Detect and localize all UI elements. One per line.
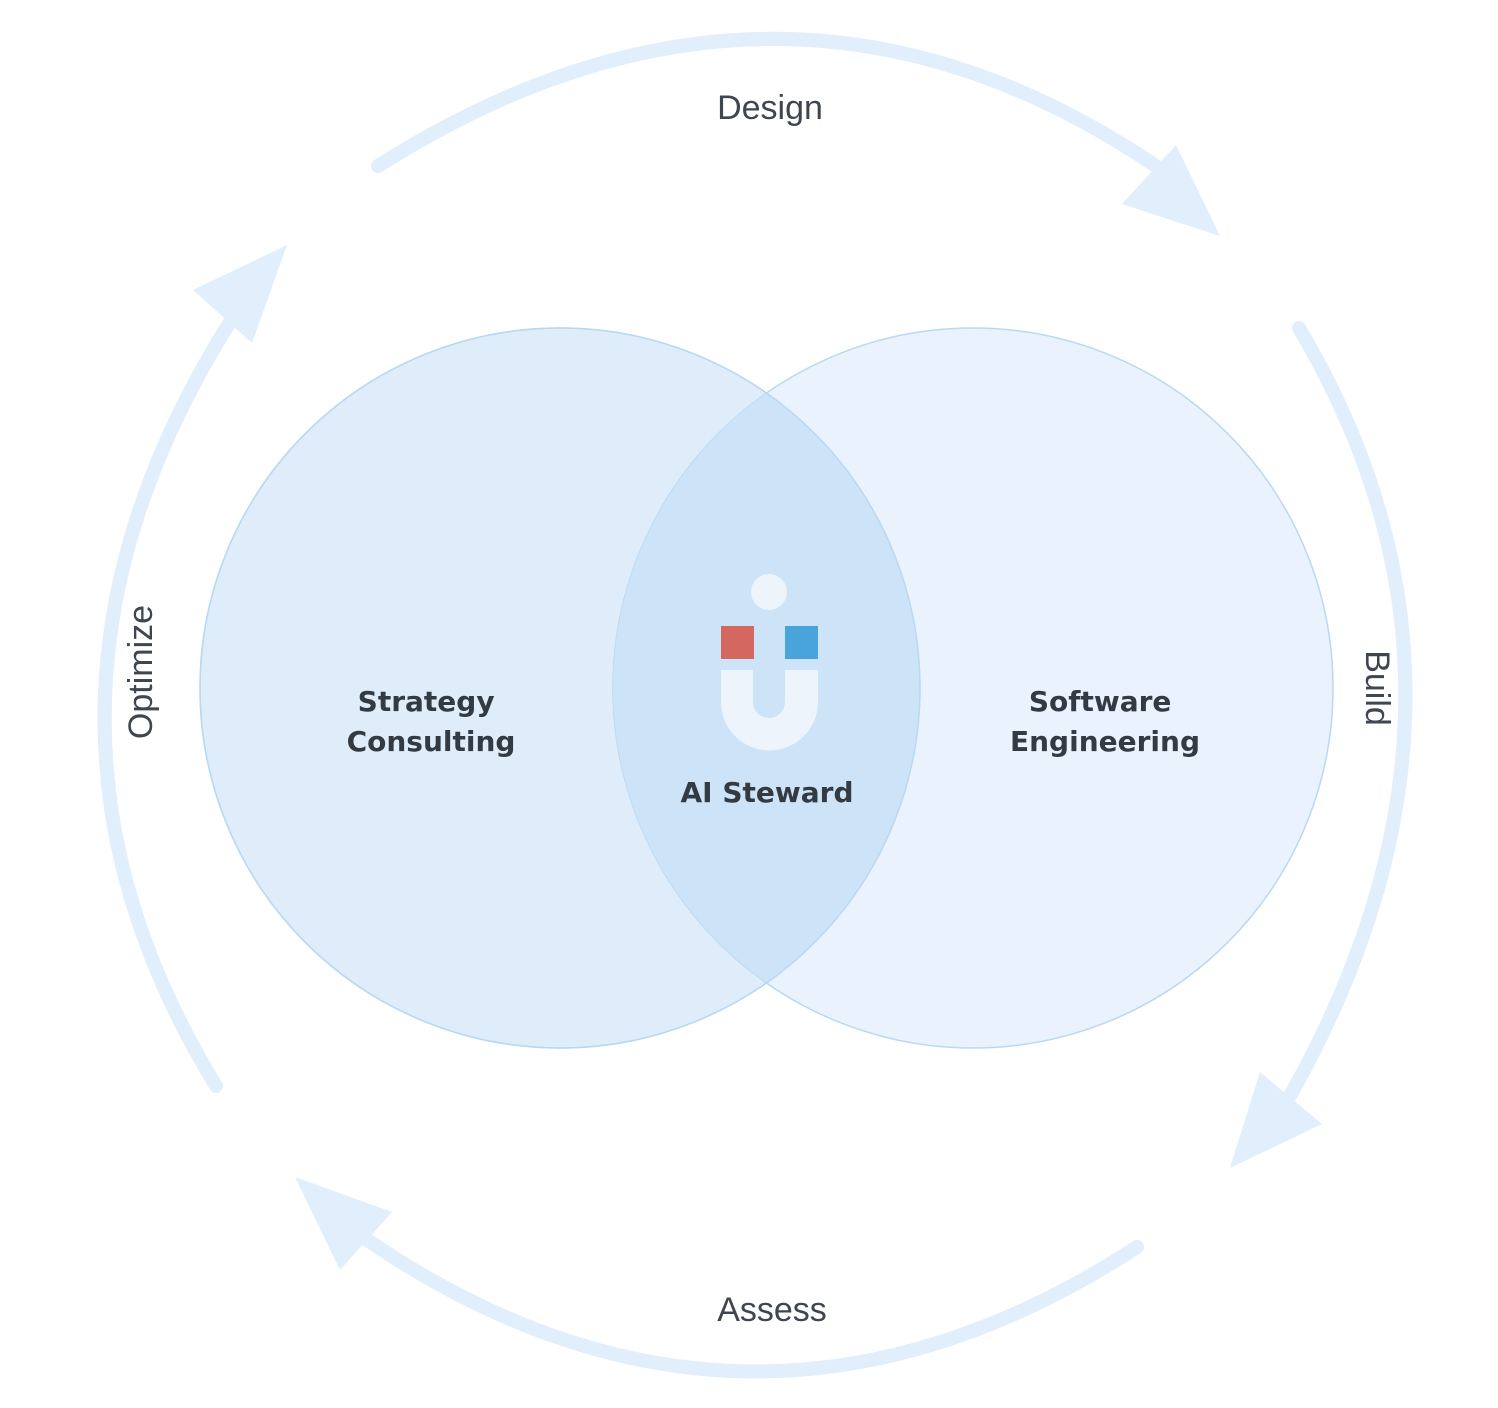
optimize-arrowhead <box>193 245 287 343</box>
optimize-label: Optimize <box>122 605 160 739</box>
venn-diagram <box>199 327 1334 1049</box>
design-label: Design <box>717 89 823 127</box>
assess-arrowhead <box>295 1177 392 1270</box>
design-arrow-arc <box>371 31 1183 187</box>
design-arrowhead <box>1122 145 1220 236</box>
assess-label: Assess <box>717 1291 827 1329</box>
optimize-arrow-arc <box>97 293 251 1093</box>
strategy-consulting-label: Strategy Consulting <box>347 685 516 758</box>
strategy-consulting-circle-outline <box>199 327 921 1049</box>
cycle-arrows <box>97 31 1413 1379</box>
build-arrowhead <box>1230 1072 1322 1168</box>
software-engineering-label: Software Engineering <box>1010 685 1200 758</box>
build-label: Build <box>1358 650 1396 726</box>
ai-steward-label: AI Steward <box>681 776 854 809</box>
ai-steward-logo-icon <box>721 574 818 751</box>
build-arrow-arc <box>1275 321 1413 1117</box>
overlap-region <box>613 328 920 1048</box>
assess-arrow-arc <box>343 1221 1144 1379</box>
